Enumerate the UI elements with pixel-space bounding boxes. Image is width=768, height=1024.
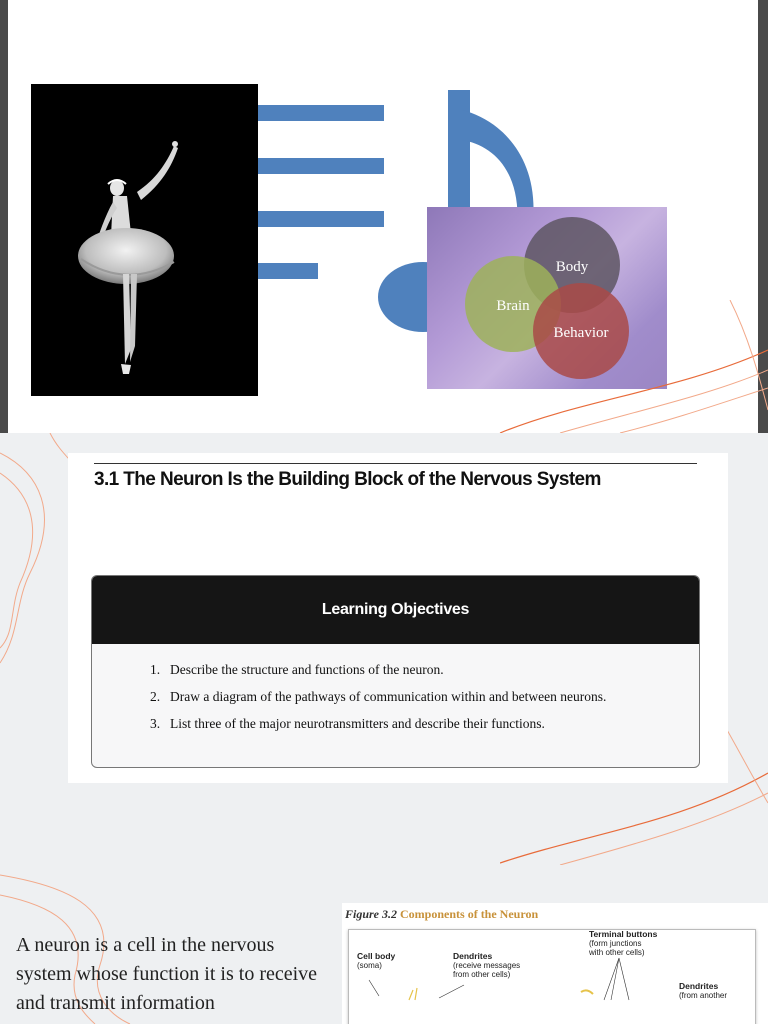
- neuron-diagram: Cell body(soma) Dendrites(receive messag…: [348, 929, 756, 1024]
- slide-2: 3.1 The Neuron Is the Building Block of …: [0, 433, 768, 865]
- blue-bar-2: [258, 158, 384, 174]
- figure-title: Components of the Neuron: [400, 907, 539, 921]
- neuron-figure: Figure 3.2 Components of the Neuron Cell…: [342, 903, 768, 1024]
- neuron-lines: [368, 957, 630, 1001]
- venn-label-behavior: Behavior: [554, 325, 609, 341]
- background-title-fragment: od: [410, 82, 450, 117]
- body-brain-behavior-venn: Body Brain Behavior: [427, 207, 667, 389]
- venn-label-brain: Brain: [496, 298, 530, 314]
- blue-bar-1: [258, 105, 384, 121]
- title-rule: [94, 463, 697, 464]
- neuron-definition-text: A neuron is a cell in the nervous system…: [16, 934, 318, 1014]
- slide-3: A neuron is a cell in the nervous system…: [0, 865, 768, 1024]
- objective-item: 1.Describe the structure and functions o…: [150, 662, 444, 677]
- learning-objectives-heading: Learning Objectives: [92, 576, 699, 644]
- objectives-list: 1.Describe the structure and functions o…: [92, 644, 699, 743]
- slide-frame-right: [758, 0, 768, 433]
- figure-caption: Figure 3.2 Components of the Neuron: [345, 907, 538, 922]
- objective-item: 3.List three of the major neurotransmitt…: [150, 716, 545, 731]
- music-note-flag: [462, 110, 534, 230]
- blue-bar-4: [258, 263, 318, 279]
- label-cell-body: Cell body(soma): [357, 951, 396, 971]
- section-title: 3.1 The Neuron Is the Building Block of …: [94, 469, 601, 490]
- textbook-page: 3.1 The Neuron Is the Building Block of …: [68, 453, 728, 783]
- learning-objectives-box: Learning Objectives 1.Describe the struc…: [91, 575, 700, 768]
- ballerina-photo: [31, 84, 258, 396]
- venn-label-body: Body: [556, 259, 589, 275]
- figure-label: Figure 3.2: [345, 907, 398, 921]
- label-dendrites-other: Dendrites(from another: [679, 981, 728, 1001]
- blue-bar-3: [258, 211, 384, 227]
- objective-item: 2.Draw a diagram of the pathways of comm…: [150, 689, 607, 704]
- slide-1: od: [0, 0, 768, 433]
- slide-frame-left: [0, 0, 8, 433]
